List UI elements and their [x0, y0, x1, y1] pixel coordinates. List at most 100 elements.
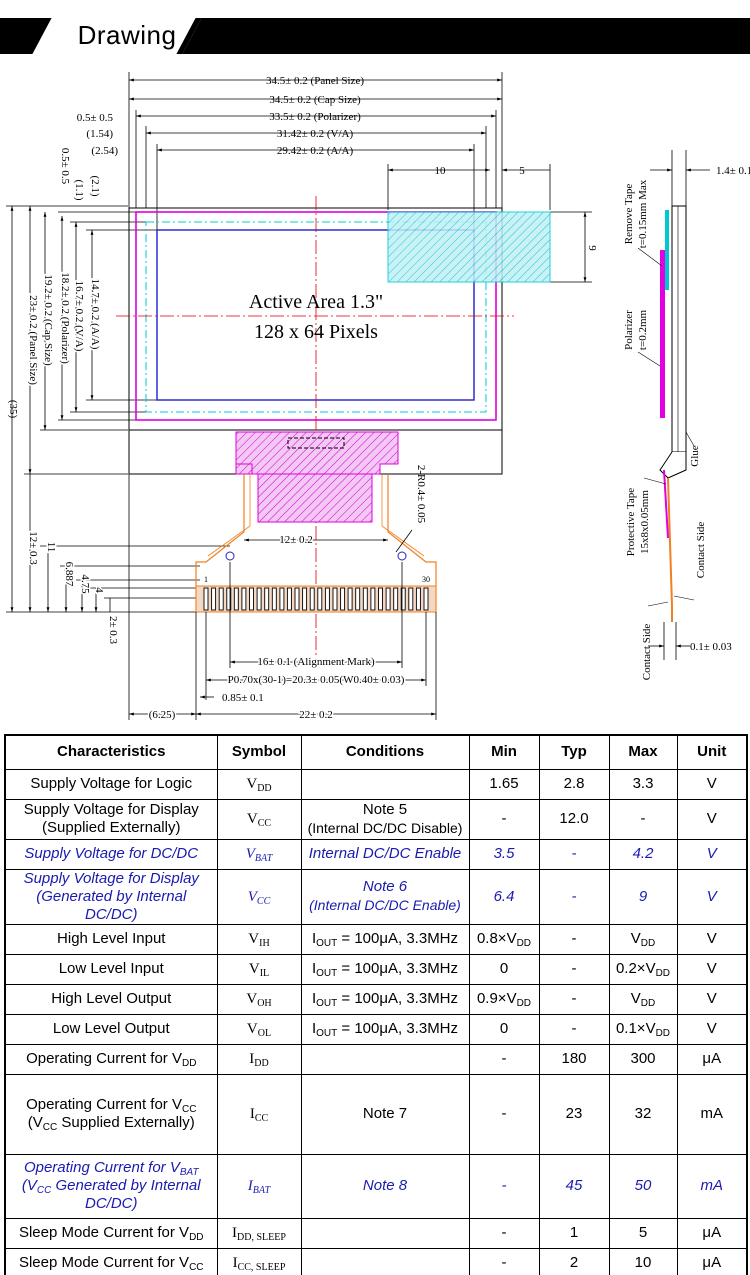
value-text: - — [571, 845, 577, 862]
fpc-pin — [423, 587, 429, 611]
characteristic-text: Supply Voltage for Display — [23, 801, 199, 818]
unit-text: V — [706, 1020, 717, 1037]
active-area-outline — [156, 229, 475, 401]
cell-characteristic: Sleep Mode Current for VDD — [4, 1217, 218, 1249]
characteristic-text: Supply Voltage for DC/DC — [24, 845, 199, 862]
subscript: DD — [516, 998, 532, 1009]
col-max: Max — [608, 734, 678, 770]
cell-min: - — [468, 1043, 540, 1075]
value-text: 2.8 — [563, 775, 585, 792]
active-area-label: Active Area 1.3" — [249, 291, 383, 313]
cell-max: 3.3 — [608, 768, 678, 800]
subscript: IH — [259, 938, 270, 949]
condition-text: (Internal DC/DC Disable) — [307, 819, 463, 836]
condition-text: I — [311, 960, 317, 977]
col-unit: Unit — [676, 734, 748, 770]
symbol-text: I — [247, 1178, 253, 1194]
active-area-resolution: 128 x 64 Pixels — [254, 321, 378, 343]
cell-min: - — [468, 1217, 540, 1249]
value-text: 0.2×V — [615, 960, 656, 977]
characteristic-text: Operating Current for V — [26, 1096, 182, 1113]
value-text: - — [501, 1177, 507, 1194]
cell-max: 0.1×VDD — [608, 1013, 678, 1045]
characteristic-text: Supply Voltage for Logic — [30, 775, 193, 792]
subscript: DD, SLEEP — [237, 1232, 286, 1243]
unit-text: V — [706, 810, 717, 827]
value-text: 0 — [499, 1020, 509, 1037]
subscript: DD — [655, 1028, 671, 1039]
fpc-pin — [362, 587, 368, 611]
value-text: 0 — [499, 960, 509, 977]
fpc-pin — [256, 587, 262, 611]
table-header-row: Characteristics Symbol Conditions Min Ty… — [4, 734, 748, 770]
dim-panel-width: 34.5± 0.2 (Panel Size) — [266, 75, 364, 87]
driver-ic — [257, 473, 373, 523]
cell-max: VDD — [608, 983, 678, 1015]
cell-max: VDD — [608, 923, 678, 955]
col-min: Min — [468, 734, 540, 770]
dim-radius: 2-R0.4± 0.05 — [415, 465, 427, 524]
value-text: 1 — [569, 1224, 579, 1241]
subscript: DD — [181, 1058, 197, 1069]
subscript: BAT — [254, 853, 273, 864]
value-text: 1.65 — [489, 775, 519, 792]
symbol-text: V — [246, 776, 258, 792]
subscript: CC — [254, 1113, 269, 1124]
cell-symbol: VOH — [216, 983, 302, 1015]
fpc-pin — [378, 587, 383, 611]
cell-min: 0 — [468, 953, 540, 985]
subscript: CC — [181, 1104, 197, 1115]
fpc-outline — [195, 474, 437, 612]
symbol-text: V — [246, 991, 258, 1007]
characteristic-text: Generated by Internal DC/DC) — [51, 1177, 201, 1212]
dim-aa-height: 14.7± 0.2 (A/A) — [89, 279, 101, 350]
cell-conditions: Note 5(Internal DC/DC Disable) — [300, 798, 470, 840]
cell-conditions: IOUT = 100μA, 3.3MHz — [300, 923, 470, 955]
cell-conditions: Note 7 — [300, 1073, 470, 1155]
subscript: BAT — [252, 1185, 271, 1196]
height-dimension-lines — [6, 205, 230, 613]
dim-total-height: (35) — [7, 400, 19, 419]
fpc-pin — [347, 587, 353, 611]
fpc-pin — [355, 587, 361, 611]
unit-text: μA — [702, 1253, 722, 1271]
cell-max: 50 — [608, 1153, 678, 1219]
dim-22: 22± 0.2 — [299, 709, 333, 721]
cell-unit: V — [676, 953, 748, 985]
fpc-pin — [415, 587, 421, 611]
characteristic-text: Low Level Output — [52, 1020, 170, 1037]
subscript: OUT — [316, 998, 338, 1009]
symbol-text: V — [247, 888, 257, 905]
label-polarizer-thickness: t=0.2mm — [637, 309, 649, 350]
subscript: CC — [256, 895, 271, 907]
subscript: OH — [257, 998, 272, 1009]
fpc-pin — [241, 587, 247, 611]
cell-characteristic: High Level Output — [4, 983, 218, 1015]
dim-top-offset: 0.5± 0.5 — [59, 148, 71, 185]
fpc-pin — [279, 587, 285, 611]
dim-11: 11 — [45, 542, 57, 553]
cell-symbol: VOL — [216, 1013, 302, 1045]
cell-characteristic: Operating Current for VDD — [4, 1043, 218, 1075]
value-text: 0.9×V — [476, 990, 517, 1007]
dim-left-1-54: (1.54) — [86, 128, 113, 140]
condition-text: = 100μA, 3.3MHz — [337, 930, 459, 947]
label-remove-tape: Remove Tape — [623, 184, 635, 245]
alignment-mark-right — [397, 551, 407, 561]
subscript: OL — [257, 1028, 272, 1039]
fpc-pin — [218, 587, 224, 611]
cell-conditions: Note 8 — [300, 1153, 470, 1219]
characteristic-text: High Level Input — [57, 930, 166, 947]
fpc-pin — [203, 587, 209, 611]
remove-tape-area — [387, 211, 551, 283]
cell-typ: 45 — [538, 1153, 610, 1219]
label-glue: Glue — [689, 445, 701, 467]
pin-1-label: 1 — [204, 575, 208, 584]
value-text: 12.0 — [559, 810, 589, 827]
pin-30-label: 30 — [422, 575, 430, 584]
symbol-text: I — [249, 1051, 255, 1067]
cell-unit: V — [676, 798, 748, 840]
characteristic-text: Low Level Input — [58, 960, 164, 977]
